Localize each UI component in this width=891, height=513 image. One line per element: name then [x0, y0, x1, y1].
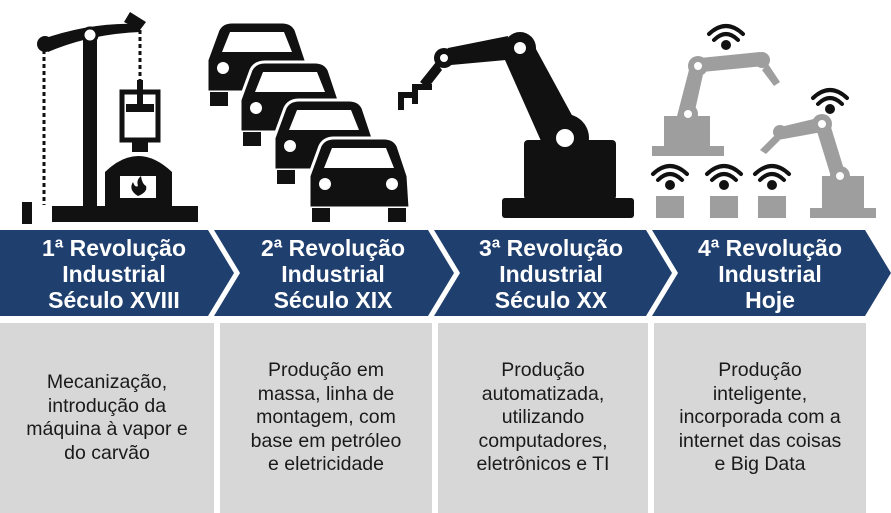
stage-3-title-line1: 3ª Revolução — [478, 235, 623, 261]
stage-2-title-line2: Industrial — [281, 261, 385, 287]
stage-2-desc-line: base em petróleo — [250, 429, 402, 452]
stage-1-desc-line: Mecanização, — [46, 371, 168, 393]
stage-2-desc-line: massa, linha de — [257, 382, 395, 405]
stage-3-arrow — [434, 230, 672, 316]
stage-4-title-line2: Industrial — [718, 261, 822, 287]
stage-1-title-line2: Industrial — [62, 261, 166, 287]
stage-2-description: Produção em massa, linha de montagem, co… — [220, 323, 432, 513]
stage-3-description: Produção automatizada, utilizando comput… — [438, 323, 648, 513]
icons-row — [22, 12, 876, 224]
stage-2-title: 2ª Revolução Industrial Século XIX — [233, 232, 433, 316]
robot-arm-icon — [398, 32, 634, 218]
stage-2-title-line3: Século XIX — [273, 287, 393, 313]
stage-3-desc-line: utilizando — [501, 406, 585, 429]
car-icon — [307, 136, 412, 222]
stage-1-desc-line: máquina à vapor e — [26, 418, 188, 440]
stage-4-description: Produção inteligente, incorporada com a … — [654, 323, 866, 513]
stage-3-desc-line: computadores, — [478, 429, 608, 452]
stage-3-title: 3ª Revolução Industrial Século XX — [451, 232, 651, 316]
stage-1-title-line3: Século XVIII — [48, 287, 180, 313]
stage-4-desc-line: internet das coisas — [678, 429, 842, 452]
stage-3-title-line3: Século XX — [494, 287, 608, 313]
stage-4-title-line3: Hoje — [745, 287, 795, 313]
stage-4-title: 4ª Revolução Industrial Hoje — [670, 232, 870, 316]
stage-3-title-line2: Industrial — [499, 261, 603, 287]
stage-2-desc-line: e eletricidade — [268, 453, 384, 476]
stage-3-desc-line: eletrônicos e TI — [476, 453, 610, 476]
stage-4-desc-line: Produção — [718, 359, 802, 382]
stage-2-arrow — [214, 230, 454, 316]
stage-1-description: Mecanização, introdução da máquina à vap… — [0, 323, 214, 513]
stage-4-title-line1: 4ª Revolução — [697, 235, 842, 261]
stage-1-title: 1ª Revolução Industrial Século XVIII — [14, 232, 214, 316]
wifi-icon — [651, 24, 849, 190]
stage-3-desc-line: automatizada, — [481, 382, 605, 405]
stage-2-desc-line: Produção em — [268, 359, 384, 382]
stage-4-desc-line: inteligente, — [712, 382, 808, 405]
stage-1-desc-line: do carvão — [64, 441, 150, 464]
stage-1-desc-line: introdução da — [47, 394, 167, 417]
stage-4-desc-line: e Big Data — [714, 453, 806, 476]
stage-2-desc-line: montagem, com — [256, 406, 396, 429]
car-assembly-icon — [205, 20, 412, 222]
stage-1-arrow — [0, 230, 234, 316]
stage-1-title-line1: 1ª Revolução — [41, 235, 186, 261]
timeline-band — [0, 230, 891, 316]
stage-4-arrow — [652, 230, 891, 316]
stage-3-desc-line: Produção — [501, 359, 585, 382]
stage-2-title-line1: 2ª Revolução — [260, 235, 405, 261]
connected-robots-icon — [651, 24, 876, 218]
stage-4-desc-line: incorporada com a — [679, 406, 841, 429]
oil-pump-icon — [22, 12, 198, 224]
